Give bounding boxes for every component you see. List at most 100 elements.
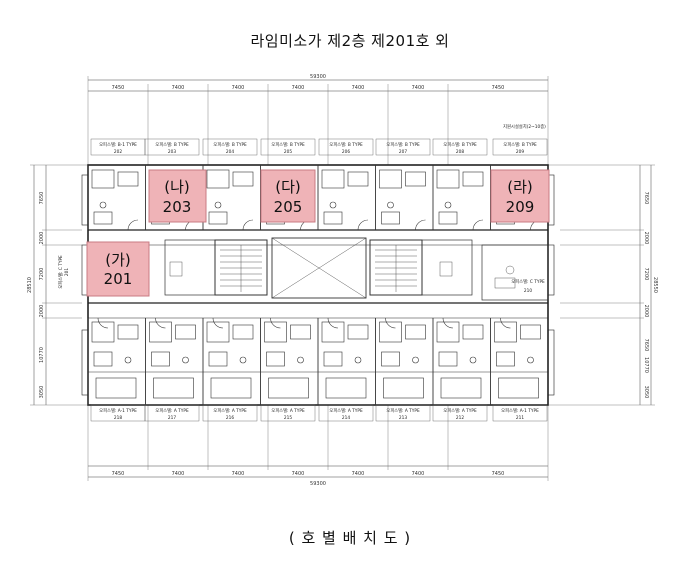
right-dim: 7650 [643, 192, 649, 205]
type-label-box [144, 404, 200, 422]
unit-da: (다) 205 [260, 169, 316, 223]
top-type-label: 오피스텔: B TYPE [386, 141, 420, 148]
top-type-label: 오피스텔: B TYPE [155, 141, 189, 148]
bottom-type-num: 216 [226, 415, 234, 421]
left-dim: 7650 [39, 192, 45, 205]
top-type-label: 오피스텔: B TYPE [271, 141, 305, 148]
top-bay-dim: 7400 [352, 85, 365, 91]
top-type-num: 203 [168, 149, 176, 155]
left-dim: 2000 [39, 305, 45, 318]
bottom-type-num: 213 [399, 415, 407, 421]
bottom-type-label: 오피스텔: A TYPE [213, 407, 247, 414]
unit-ga: (가) 201 [86, 241, 150, 297]
top-type-num: 206 [342, 149, 350, 155]
bottom-bay-dims: 7450 7400 7400 7400 7400 7400 7450 [112, 471, 505, 477]
caption: ( 호 별 배 치 도 ) [288, 529, 412, 547]
type-label-box [318, 138, 374, 156]
building-core [164, 237, 549, 301]
unit-na-box [148, 169, 207, 223]
type-label-box [260, 138, 316, 156]
unit-da-box [260, 169, 316, 223]
unit-da-num: 205 [274, 198, 303, 216]
bottom-type-label: 오피스텔: A TYPE [443, 407, 477, 414]
bottom-bay-dim: 7450 [492, 471, 505, 477]
top-notice: 지원시설설치(2~10층) [503, 123, 546, 130]
bottom-bay-dim: 7450 [112, 471, 125, 477]
bottom-bay-dim: 7400 [292, 471, 305, 477]
bottom-type-label: 오피스텔: A-1 TYPE [99, 407, 137, 414]
type-label-box [492, 404, 548, 422]
bottom-bay-dim: 7400 [412, 471, 425, 477]
unit-ga-name: (가) [105, 251, 131, 269]
bottom-bay-dim: 7400 [352, 471, 365, 477]
type-label-box [260, 404, 316, 422]
top-type-label: 오피스텔: B-1 TYPE [99, 141, 137, 148]
side-type-left-num: 201 [64, 268, 70, 276]
right-dim: 7200 [643, 268, 649, 281]
left-dim: 3050 [39, 386, 45, 399]
bottom-overall-dim: 59300 [310, 481, 326, 487]
right-overall-dim: 28550 [652, 277, 658, 293]
right-dim: 2000 [643, 305, 649, 318]
bottom-bay-dim: 7400 [172, 471, 185, 477]
type-label-box [492, 138, 548, 156]
top-bay-dim: 7400 [172, 85, 185, 91]
bottom-type-num: 214 [342, 415, 350, 421]
unit-ra: (라) 209 [490, 169, 550, 223]
unit-ga-box [86, 241, 150, 297]
top-type-label: 오피스텔: B TYPE [443, 141, 477, 148]
page-title: 라임미소가 제2층 제201호 외 [250, 32, 450, 50]
type-label-box [432, 138, 488, 156]
bottom-bay-dim: 7400 [232, 471, 245, 477]
top-bay-dim: 7400 [232, 85, 245, 91]
left-dim: 10770 [39, 347, 45, 363]
top-type-label: 오피스텔: B TYPE [503, 141, 537, 148]
top-bay-dim: 7450 [112, 85, 125, 91]
bottom-units [87, 317, 548, 405]
bottom-type-label: 오피스텔: A-1 TYPE [501, 407, 539, 414]
bottom-type-label: 오피스텔: A TYPE [271, 407, 305, 414]
bottom-type-num: 215 [284, 415, 292, 421]
type-label-box [318, 404, 374, 422]
type-label-box [375, 138, 431, 156]
left-overall-dim: 28510 [27, 277, 33, 293]
unit-ra-name: (라) [507, 178, 533, 196]
bottom-type-label: 오피스텔: A TYPE [386, 407, 420, 414]
bottom-type-label: 오피스텔: A TYPE [329, 407, 363, 414]
type-label-box [432, 404, 488, 422]
unit-ra-num: 209 [506, 198, 535, 216]
top-bay-dim: 7400 [292, 85, 305, 91]
left-dims: 7650 2000 7200 2000 10770 3050 [39, 192, 45, 399]
unit-na-name: (나) [164, 178, 190, 196]
bottom-type-label: 오피스텔: A TYPE [155, 407, 189, 414]
top-overall-dim: 59300 [310, 74, 326, 80]
bottom-type-num: 218 [114, 415, 122, 421]
top-type-num: 202 [114, 149, 122, 155]
unit-na: (나) 203 [148, 169, 207, 223]
top-type-num: 207 [399, 149, 407, 155]
unit-ra-box [490, 169, 550, 223]
right-dim: 7650 [643, 339, 649, 352]
top-type-label: 오피스텔: B TYPE [329, 141, 363, 148]
left-dim: 2000 [39, 232, 45, 245]
side-type-right-num: 210 [524, 288, 532, 294]
type-label-box [202, 404, 258, 422]
bottom-type-num: 212 [456, 415, 464, 421]
overall-dimension-texts: 59300 59300 28510 28550 [27, 74, 658, 487]
type-label-box [202, 138, 258, 156]
top-type-num: 208 [456, 149, 464, 155]
top-type-num: 209 [516, 149, 524, 155]
highlighted-units: (가) 201 (나) 203 (다) 205 (라) 209 [86, 169, 550, 297]
right-dim: 3050 [643, 386, 649, 399]
top-type-label: 오피스텔: B TYPE [213, 141, 247, 148]
unit-na-num: 203 [163, 198, 192, 216]
top-bay-dim: 7450 [492, 85, 505, 91]
left-dim: 7200 [39, 268, 45, 281]
top-type-num: 204 [226, 149, 234, 155]
side-type-left: 오피스텔: C TYPE [57, 255, 64, 289]
